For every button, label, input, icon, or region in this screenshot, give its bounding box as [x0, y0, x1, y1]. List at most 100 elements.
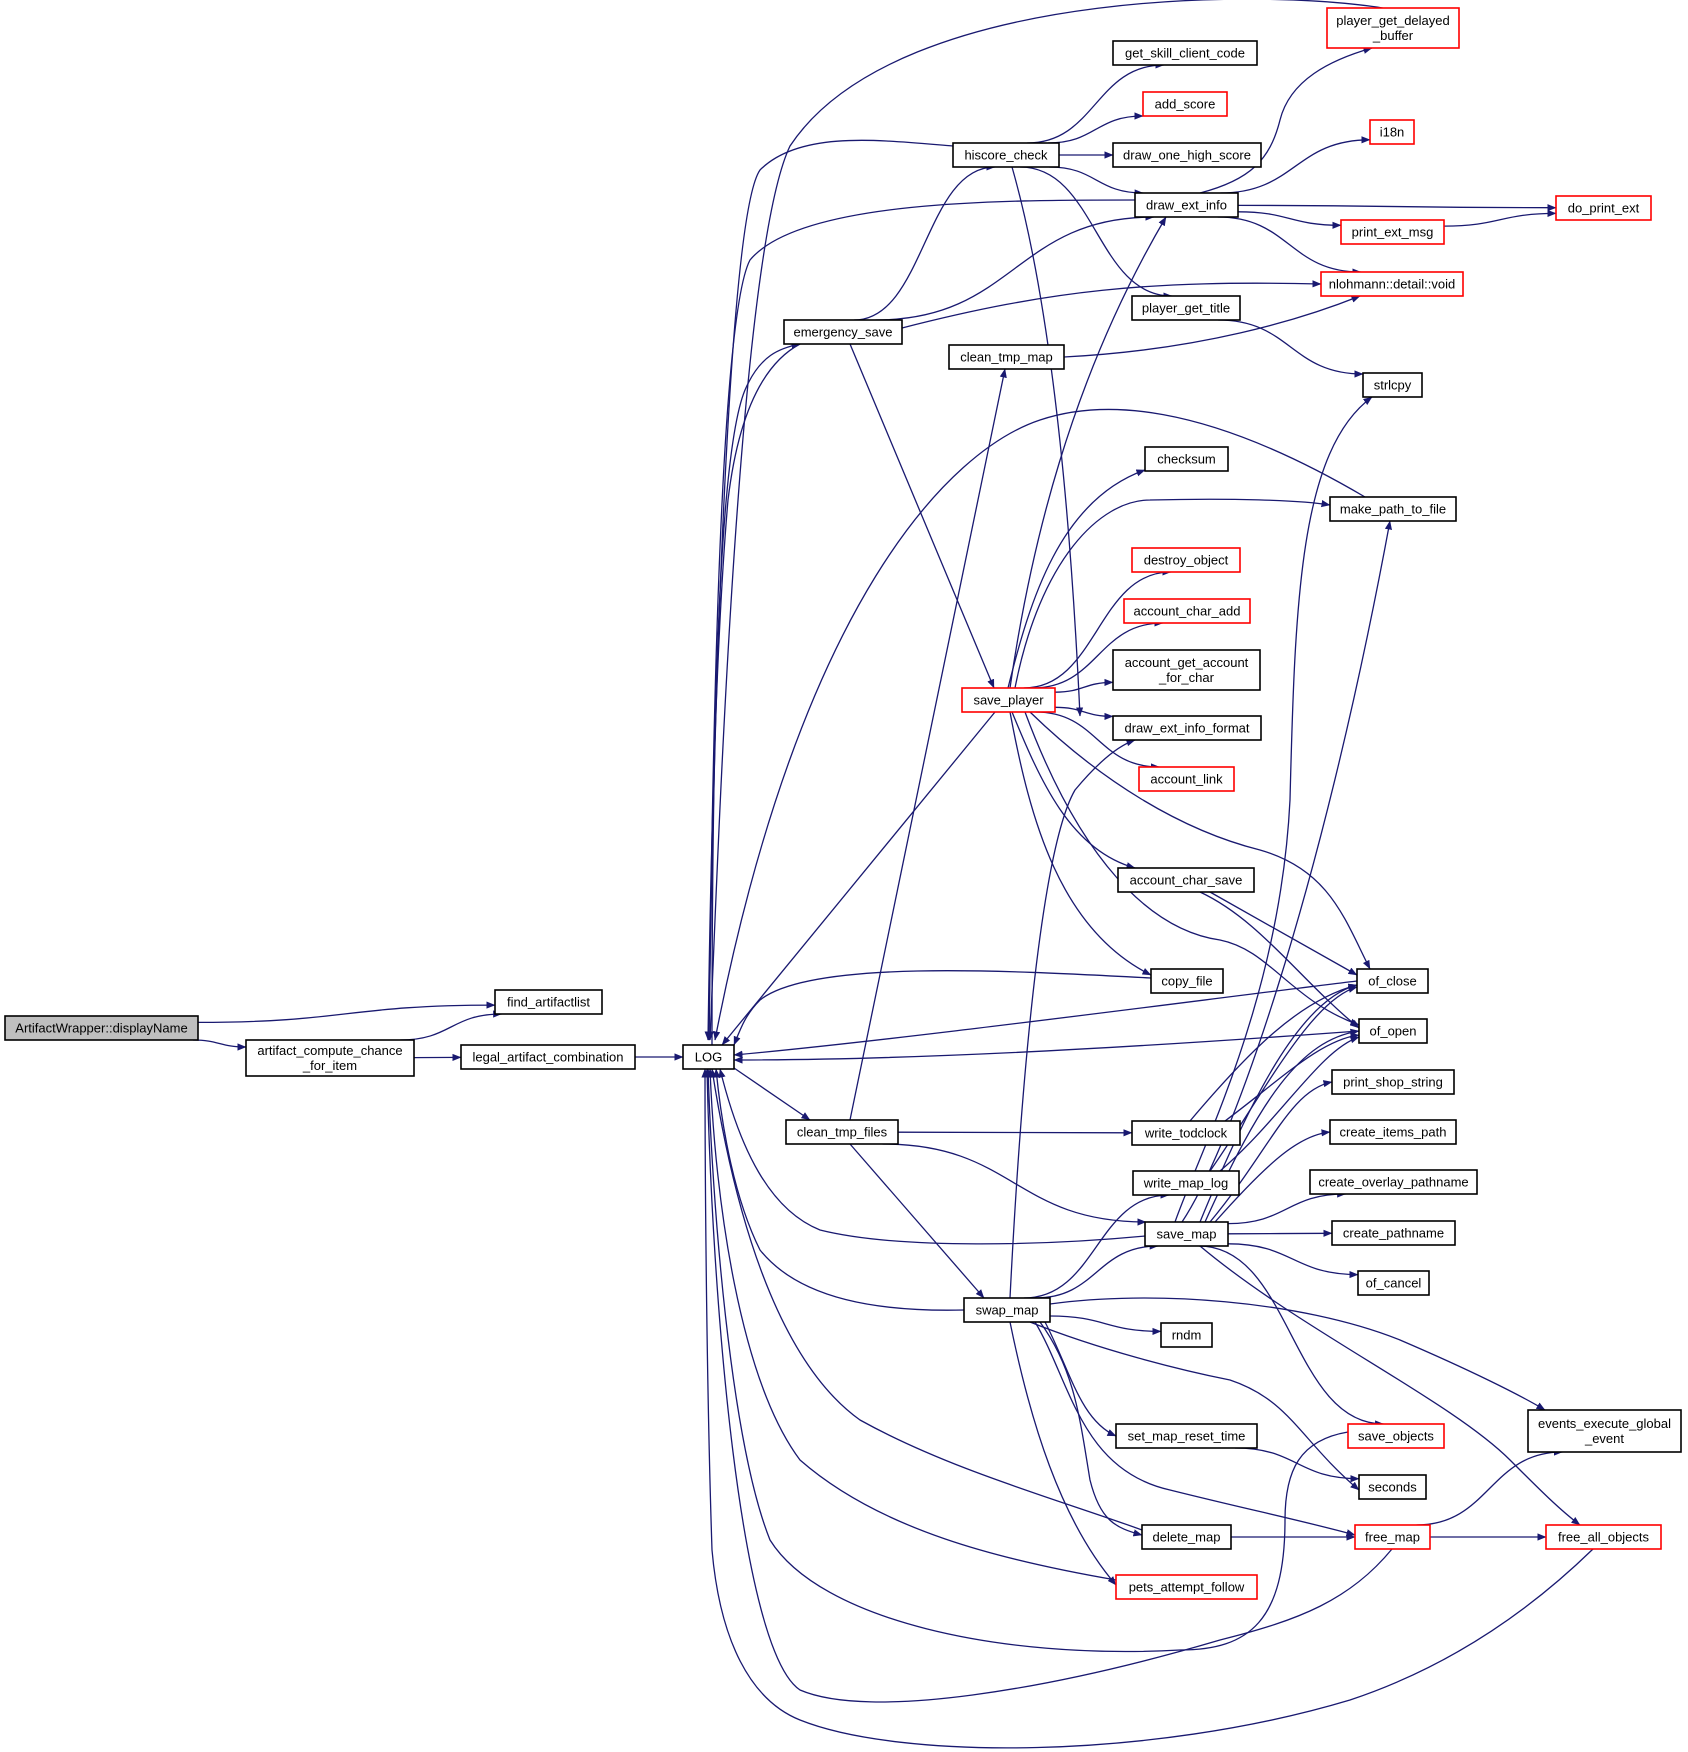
node-draw_ext_info_format[interactable]: draw_ext_info_format	[1112, 715, 1262, 741]
node-box[interactable]	[494, 989, 603, 1015]
node-of_open[interactable]: of_open	[1358, 1018, 1428, 1044]
node-pets_attempt_follow[interactable]: pets_attempt_follow	[1115, 1574, 1258, 1600]
node-box[interactable]	[1131, 295, 1241, 321]
node-box[interactable]	[952, 142, 1060, 168]
node-box[interactable]	[948, 344, 1065, 370]
node-write_todclock[interactable]: write_todclock	[1131, 1120, 1241, 1146]
node-nlohmann_void[interactable]: nlohmann::detail::void	[1320, 271, 1464, 297]
node-box[interactable]	[1112, 649, 1261, 691]
node-box[interactable]	[1134, 192, 1239, 218]
node-box[interactable]	[1347, 1423, 1445, 1449]
node-copy_file[interactable]: copy_file	[1150, 968, 1224, 994]
node-box[interactable]	[1309, 1169, 1478, 1195]
node-box[interactable]	[1362, 372, 1423, 398]
node-box[interactable]	[1331, 1069, 1455, 1095]
node-box[interactable]	[963, 1297, 1051, 1323]
node-box[interactable]	[1358, 1018, 1428, 1044]
node-create_pathname[interactable]: create_pathname	[1331, 1220, 1456, 1246]
node-destroy_object[interactable]: destroy_object	[1131, 547, 1241, 573]
node-box[interactable]	[1144, 446, 1229, 472]
node-box[interactable]	[682, 1044, 735, 1070]
node-set_map_reset_time[interactable]: set_map_reset_time	[1115, 1423, 1258, 1449]
node-account_char_save[interactable]: account_char_save	[1117, 867, 1255, 893]
node-box[interactable]	[1329, 1119, 1457, 1145]
node-box[interactable]	[1329, 496, 1457, 522]
node-box[interactable]	[1545, 1524, 1662, 1550]
node-print_ext_msg[interactable]: print_ext_msg	[1340, 219, 1445, 245]
node-of_close[interactable]: of_close	[1356, 968, 1429, 994]
node-box[interactable]	[1132, 1170, 1240, 1196]
node-box[interactable]	[1138, 766, 1235, 792]
node-get_skill_client_code[interactable]: get_skill_client_code	[1112, 40, 1258, 66]
node-write_map_log[interactable]: write_map_log	[1132, 1170, 1240, 1196]
node-box[interactable]	[1131, 1120, 1241, 1146]
node-box[interactable]	[1115, 1574, 1258, 1600]
node-player_get_title[interactable]: player_get_title	[1131, 295, 1241, 321]
node-box[interactable]	[1369, 119, 1415, 145]
node-box[interactable]	[1331, 1220, 1456, 1246]
node-checksum[interactable]: checksum	[1144, 446, 1229, 472]
node-find_artifactlist[interactable]: find_artifactlist	[494, 989, 603, 1015]
node-box[interactable]	[1340, 219, 1445, 245]
node-box[interactable]	[1112, 715, 1262, 741]
node-box[interactable]	[1117, 867, 1255, 893]
node-account_char_add[interactable]: account_char_add	[1123, 598, 1251, 624]
node-box[interactable]	[1356, 968, 1429, 994]
node-box[interactable]	[1357, 1270, 1430, 1296]
node-box[interactable]	[1123, 598, 1251, 624]
node-free_map[interactable]: free_map	[1354, 1524, 1431, 1550]
node-of_cancel[interactable]: of_cancel	[1357, 1270, 1430, 1296]
node-box[interactable]	[1160, 1322, 1213, 1348]
node-player_get_delayed[interactable]: player_get_delayed_buffer	[1326, 7, 1460, 49]
node-do_print_ext[interactable]: do_print_ext	[1555, 195, 1652, 221]
node-account_link[interactable]: account_link	[1138, 766, 1235, 792]
node-clean_tmp_map[interactable]: clean_tmp_map	[948, 344, 1065, 370]
node-box[interactable]	[783, 319, 903, 345]
node-box[interactable]	[1141, 1524, 1232, 1550]
node-box[interactable]	[245, 1039, 415, 1077]
node-seconds[interactable]: seconds	[1358, 1474, 1427, 1500]
node-box[interactable]	[4, 1015, 199, 1041]
node-displayName[interactable]: ArtifactWrapper::displayName	[4, 1015, 199, 1041]
node-box[interactable]	[1115, 1423, 1258, 1449]
node-free_all_objects[interactable]: free_all_objects	[1545, 1524, 1662, 1550]
node-draw_ext_info[interactable]: draw_ext_info	[1134, 192, 1239, 218]
node-box[interactable]	[1320, 271, 1464, 297]
node-add_score[interactable]: add_score	[1142, 91, 1228, 117]
node-account_get_account[interactable]: account_get_account_for_char	[1112, 649, 1261, 691]
node-box[interactable]	[1112, 40, 1258, 66]
node-box[interactable]	[1354, 1524, 1431, 1550]
node-box[interactable]	[1131, 547, 1241, 573]
node-emergency_save[interactable]: emergency_save	[783, 319, 903, 345]
node-box[interactable]	[1555, 195, 1652, 221]
node-box[interactable]	[460, 1044, 636, 1070]
node-save_objects[interactable]: save_objects	[1347, 1423, 1445, 1449]
node-strlcpy[interactable]: strlcpy	[1362, 372, 1423, 398]
node-hiscore_check[interactable]: hiscore_check	[952, 142, 1060, 168]
node-box[interactable]	[1527, 1409, 1682, 1453]
node-box[interactable]	[1144, 1221, 1229, 1247]
node-box[interactable]	[1358, 1474, 1427, 1500]
node-box[interactable]	[1112, 142, 1262, 168]
node-rndm[interactable]: rndm	[1160, 1322, 1213, 1348]
node-events_execute[interactable]: events_execute_global_event	[1527, 1409, 1682, 1453]
node-legal_artifact[interactable]: legal_artifact_combination	[460, 1044, 636, 1070]
node-create_overlay_pathname[interactable]: create_overlay_pathname	[1309, 1169, 1478, 1195]
node-box[interactable]	[1326, 7, 1460, 49]
node-save_map[interactable]: save_map	[1144, 1221, 1229, 1247]
node-draw_one_high_score[interactable]: draw_one_high_score	[1112, 142, 1262, 168]
node-box[interactable]	[785, 1119, 899, 1145]
node-LOG[interactable]: LOG	[682, 1044, 735, 1070]
node-box[interactable]	[961, 687, 1056, 713]
node-artifact_compute[interactable]: artifact_compute_chance_for_item	[245, 1039, 415, 1077]
node-make_path_to_file[interactable]: make_path_to_file	[1329, 496, 1457, 522]
node-delete_map[interactable]: delete_map	[1141, 1524, 1232, 1550]
node-box[interactable]	[1150, 968, 1224, 994]
node-clean_tmp_files[interactable]: clean_tmp_files	[785, 1119, 899, 1145]
node-print_shop_string[interactable]: print_shop_string	[1331, 1069, 1455, 1095]
node-save_player[interactable]: save_player	[961, 687, 1056, 713]
node-swap_map[interactable]: swap_map	[963, 1297, 1051, 1323]
node-box[interactable]	[1142, 91, 1228, 117]
node-create_items_path[interactable]: create_items_path	[1329, 1119, 1457, 1145]
node-i18n[interactable]: i18n	[1369, 119, 1415, 145]
